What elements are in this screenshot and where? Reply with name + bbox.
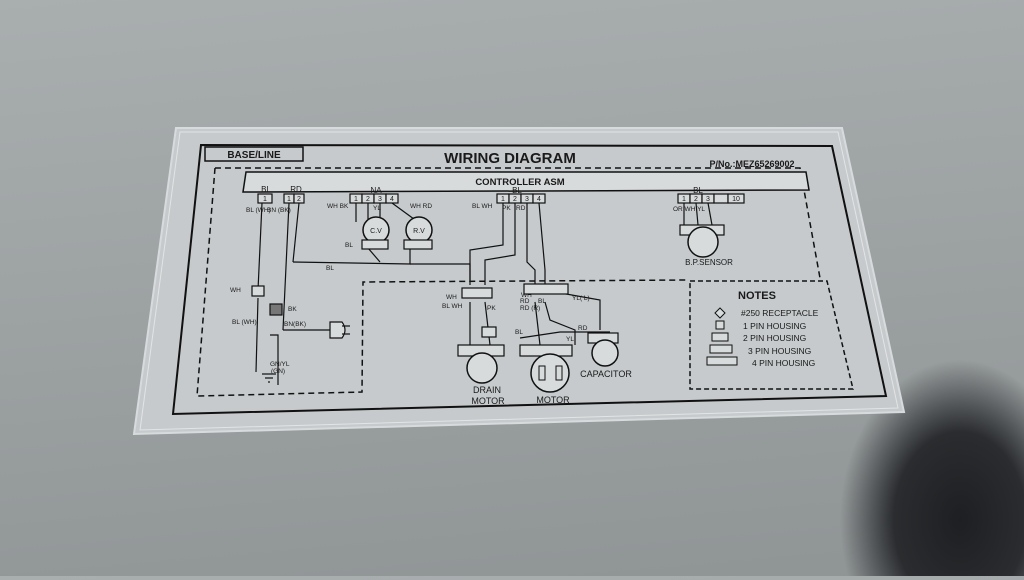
na-label: NA — [370, 186, 382, 195]
wire-label: (GN) — [271, 368, 285, 375]
wire-label: RD — [520, 298, 530, 305]
variant-label: BASE/LINE — [227, 150, 281, 161]
pin-label: 1 — [682, 196, 686, 203]
pin-housing-icon — [709, 344, 733, 354]
drain-motor-label: DRAIN — [473, 385, 501, 395]
pin-label: 1 — [354, 196, 358, 203]
wire-label: BL WH — [442, 303, 463, 310]
center-bl-label: BL — [512, 186, 522, 195]
fan-motor: MOTOR — [530, 353, 570, 405]
wire-label: OR WH YL — [673, 206, 705, 213]
pin-label: 2 — [297, 196, 301, 203]
pin-label: 2 — [513, 196, 517, 203]
wire-label: PK — [487, 305, 496, 312]
wire-label: PK — [502, 205, 511, 212]
notes-box: NOTES #250 RECEPTACLE 1 PIN HOUSING 2 PI… — [689, 280, 854, 390]
connector-blocks — [257, 193, 745, 204]
plug-icon — [329, 321, 350, 339]
note-item: 2 PIN HOUSING — [743, 333, 806, 343]
wire-label: BL (WH) — [232, 319, 257, 326]
wire-label: WH — [230, 287, 241, 294]
wire-label: GN/YL — [270, 361, 290, 368]
drain-motor: DRAIN MOTOR — [466, 352, 505, 406]
wire-label: BL — [326, 265, 334, 272]
note-item: 1 PIN HOUSING — [743, 321, 806, 331]
pin-label: 3 — [378, 196, 382, 203]
pin-label: 3 — [525, 196, 529, 203]
wire-label: BL WH — [472, 203, 493, 210]
wire-label: BL — [515, 329, 523, 336]
receptacle-icon — [714, 307, 726, 319]
part-number: P/No.:MEZ65269002 — [709, 159, 794, 169]
wire-label: BL — [538, 298, 546, 305]
pin-label: 2 — [694, 196, 698, 203]
wire-label: WH — [446, 294, 457, 301]
rv-valve: R.V — [403, 216, 433, 250]
wire-label: BN(BK) — [284, 321, 306, 328]
controller-bar — [242, 171, 810, 193]
wire-label: YL — [373, 205, 381, 212]
controller-label: CONTROLLER ASM — [475, 177, 564, 188]
wh-receptacle — [251, 285, 265, 297]
pin-label: 3 — [706, 196, 710, 203]
wire-label: WH RD — [410, 203, 432, 210]
pin-label: 4 — [390, 196, 394, 203]
diagram-title: WIRING DIAGRAM — [444, 150, 576, 167]
pin-housing-icon — [706, 356, 738, 366]
wire-label: WH BK — [327, 203, 349, 210]
wire-label: BL — [345, 242, 353, 249]
pin-label: 1 — [287, 196, 291, 203]
pin-label: 1 — [501, 196, 505, 203]
rv-label: R.V — [413, 228, 425, 235]
left-bl-label: BL — [261, 185, 271, 194]
outer-frame — [171, 143, 888, 416]
pin-housing-icon — [715, 320, 725, 330]
pin-label: 1 — [263, 196, 267, 203]
note-item: 4 PIN HOUSING — [752, 358, 815, 368]
capacitor: CAPACITOR — [580, 339, 632, 379]
note-item: 3 PIN HOUSING — [748, 346, 811, 356]
bk-receptacle — [269, 303, 283, 316]
capacitor-label: CAPACITOR — [580, 369, 632, 379]
notes-heading: NOTES — [738, 290, 776, 302]
pin-housing-icon — [711, 332, 729, 342]
wire-label: RD — [516, 205, 526, 212]
wire-label: WH — [521, 292, 532, 299]
cv-label: C.V — [370, 228, 382, 235]
wire-label: RD — [578, 325, 588, 332]
pin-label: 2 — [366, 196, 370, 203]
wire-label: BN (BK) — [267, 207, 291, 214]
right-bl-label: BL — [693, 186, 703, 195]
wire-label: BK — [288, 306, 297, 313]
cv-valve: C.V — [361, 216, 390, 250]
variant-box — [204, 146, 304, 162]
wire-label: BL (WH) — [246, 207, 271, 214]
bp-sensor-label: B.P.SENSOR — [685, 258, 733, 267]
note-item: #250 RECEPTACLE — [741, 308, 819, 318]
pin-label: 10 — [732, 196, 740, 203]
bp-sensor: B.P.SENSOR — [685, 226, 733, 267]
motor-label: MOTOR — [536, 395, 570, 405]
wire-label: RD (R) — [520, 305, 540, 312]
drain-motor-label: MOTOR — [471, 396, 505, 406]
pin-label: 4 — [537, 196, 541, 203]
left-rd-label: RD — [290, 185, 302, 194]
wire-label: YL — [566, 336, 574, 343]
wire-label: YL( L) — [572, 295, 590, 302]
